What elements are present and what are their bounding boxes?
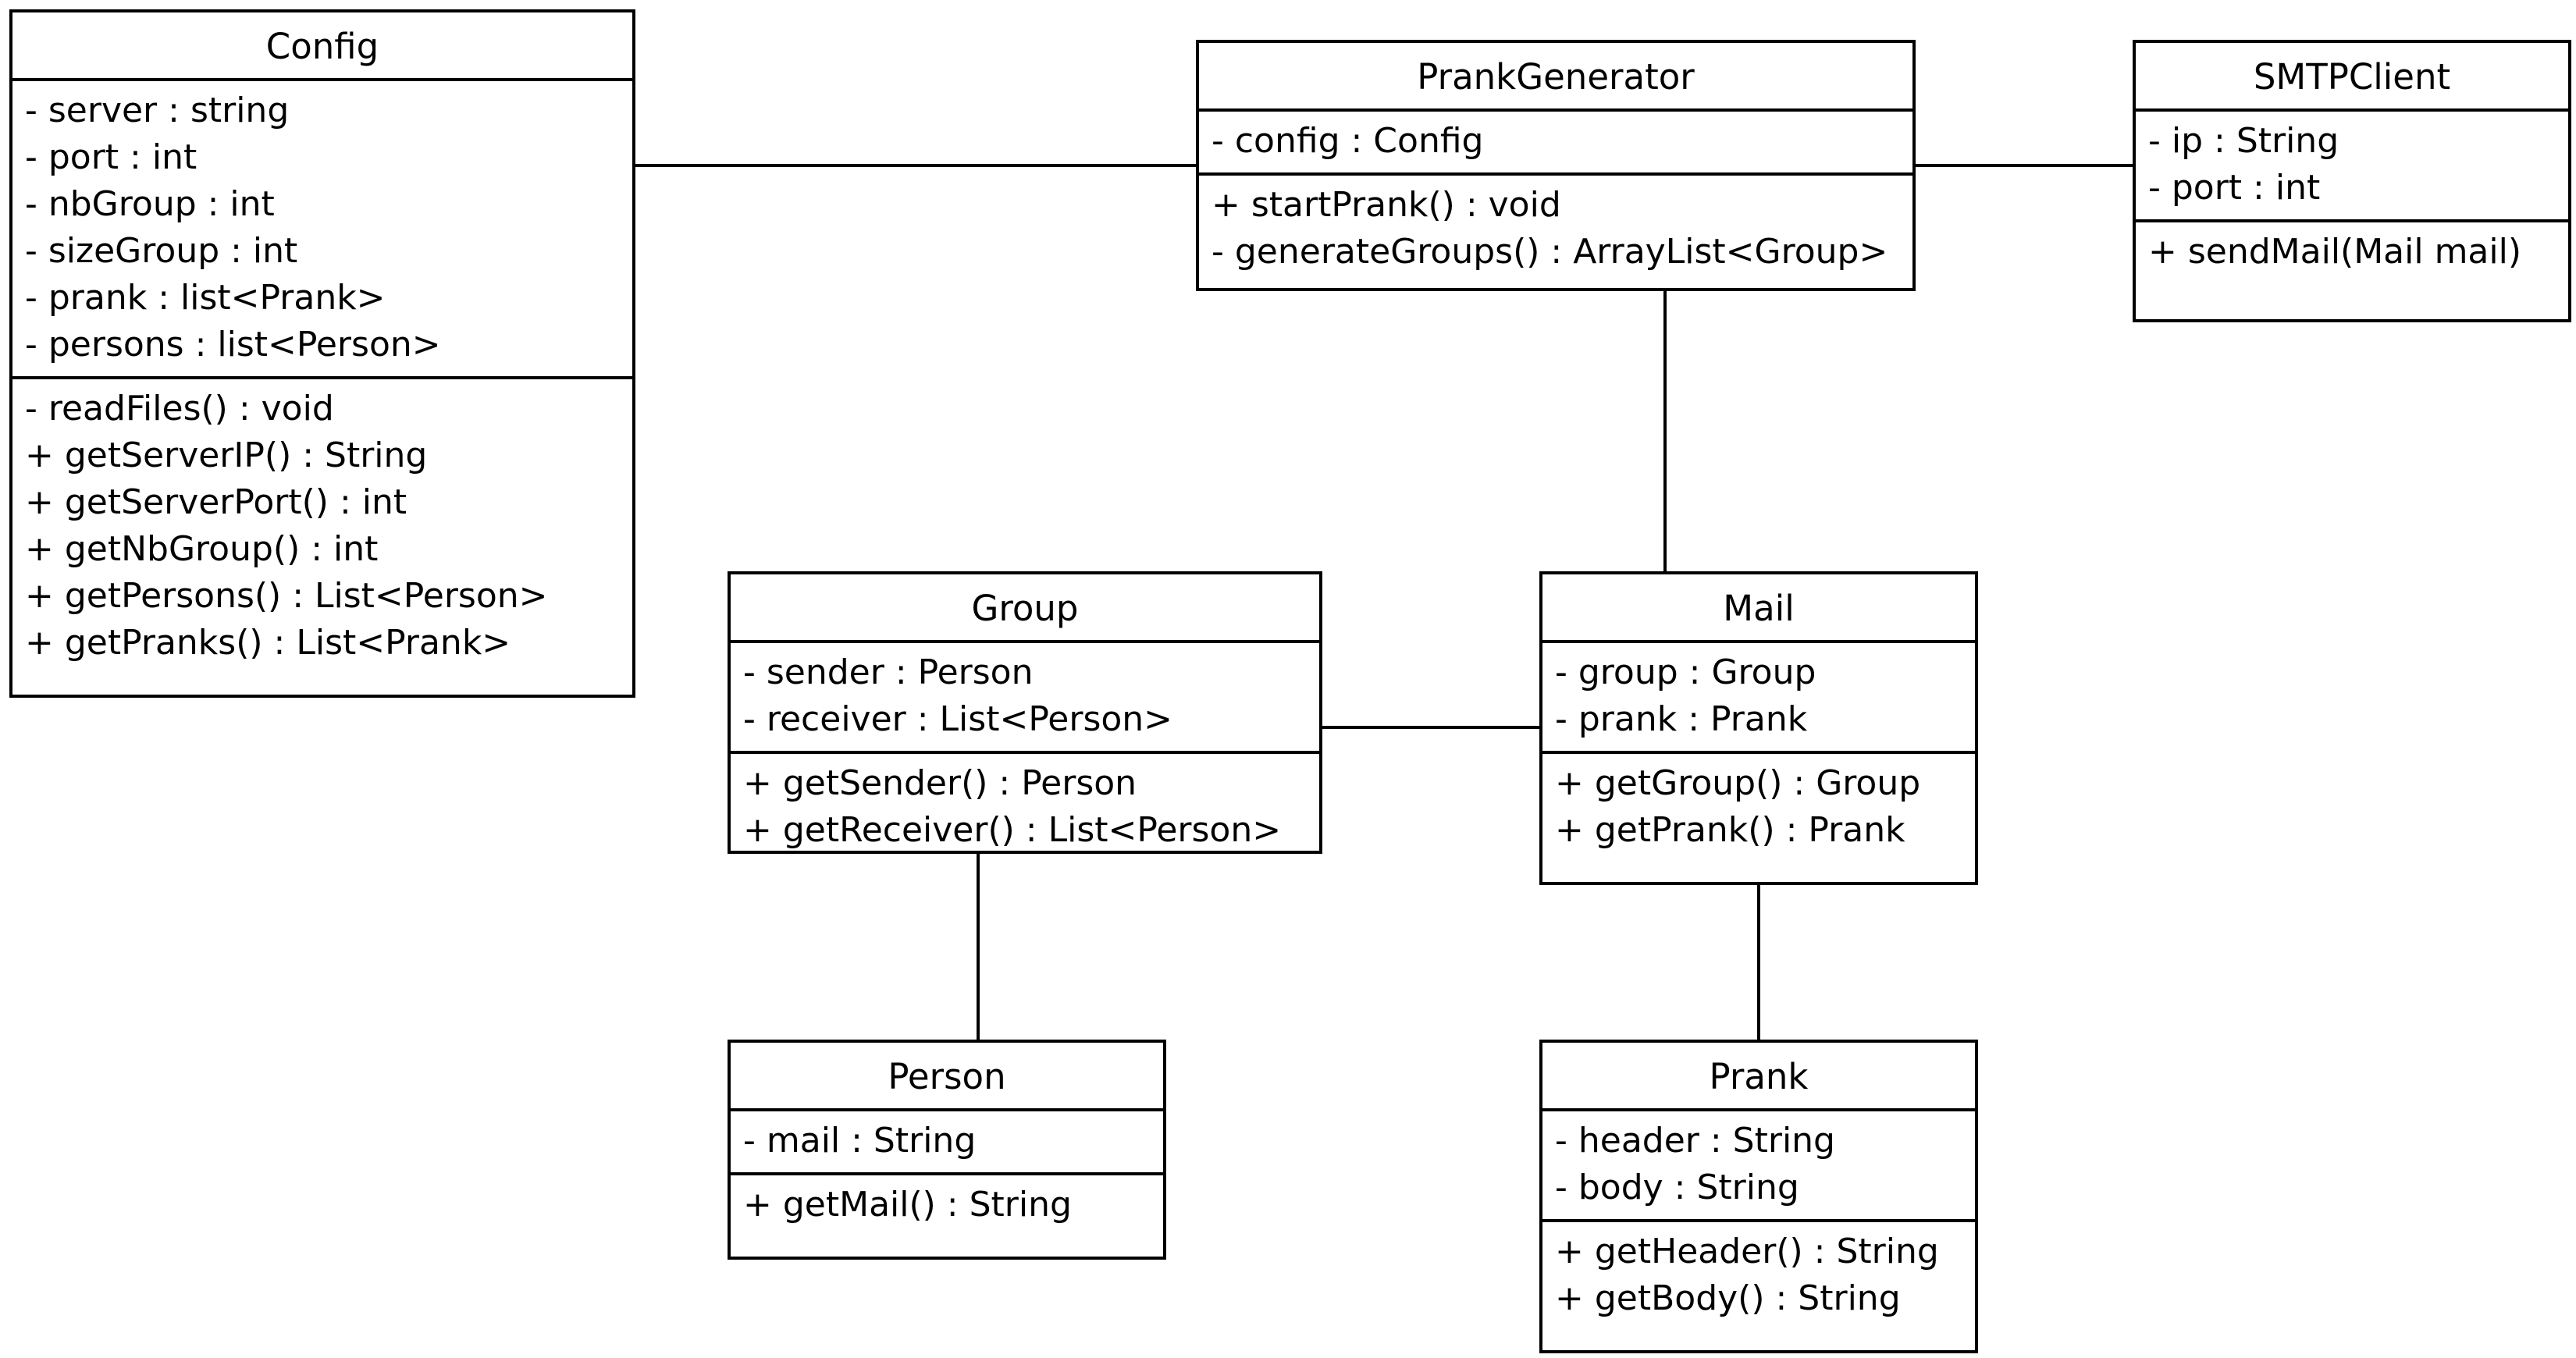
attribute: - prank : list<Prank>: [25, 278, 386, 318]
attribute: - sender : Person: [743, 652, 1034, 692]
class-name: Mail: [1542, 574, 1975, 643]
operations-section: + sendMail(Mail mail): [2136, 222, 2568, 283]
attributes-section: - group : Group - prank : Prank: [1542, 643, 1975, 754]
operation: + getNbGroup() : int: [25, 529, 379, 569]
operation: + getSender() : Person: [743, 763, 1137, 803]
class-prank[interactable]: Prank - header : String - body : String …: [1539, 1040, 1978, 1353]
attributes-section: - config : Config: [1199, 112, 1912, 176]
operation: - readFiles() : void: [25, 389, 334, 428]
attributes-section: - sender : Person - receiver : List<Pers…: [731, 643, 1319, 754]
attributes-section: - header : String - body : String: [1542, 1111, 1975, 1222]
class-name: Group: [731, 574, 1319, 643]
attribute: - server : string: [25, 91, 290, 130]
class-name: SMTPClient: [2136, 43, 2568, 112]
attribute: - receiver : List<Person>: [743, 699, 1173, 739]
operation: + getBody() : String: [1555, 1278, 1901, 1318]
operation: + getReceiver() : List<Person>: [743, 810, 1282, 850]
operations-section: + startPrank() : void - generateGroups()…: [1199, 176, 1912, 283]
attributes-section: - ip : String - port : int: [2136, 112, 2568, 222]
attribute: - prank : Prank: [1555, 699, 1808, 739]
attribute: - persons : list<Person>: [25, 325, 441, 364]
attribute: - body : String: [1555, 1168, 1799, 1207]
class-name: Person: [731, 1043, 1163, 1111]
operation: + startPrank() : void: [1212, 185, 1561, 225]
attribute: - mail : String: [743, 1121, 977, 1161]
operation: + getMail() : String: [743, 1185, 1072, 1225]
operations-section: + getMail() : String: [731, 1175, 1163, 1236]
class-person[interactable]: Person - mail : String + getMail() : Str…: [728, 1040, 1166, 1260]
operations-section: - readFiles() : void + getServerIP() : S…: [12, 379, 632, 674]
attributes-section: - server : string - port : int - nbGroup…: [12, 81, 632, 379]
operation: + getGroup() : Group: [1555, 763, 1921, 803]
class-name: PrankGenerator: [1199, 43, 1912, 112]
operation: + getPersons() : List<Person>: [25, 576, 548, 616]
class-mail[interactable]: Mail - group : Group - prank : Prank + g…: [1539, 571, 1978, 885]
class-name: Config: [12, 12, 632, 81]
class-prankgenerator[interactable]: PrankGenerator - config : Config + start…: [1196, 40, 1916, 291]
attribute: - group : Group: [1555, 652, 1816, 692]
class-smtpclient[interactable]: SMTPClient - ip : String - port : int + …: [2133, 40, 2571, 322]
operations-section: + getSender() : Person + getReceiver() :…: [731, 754, 1319, 862]
class-name: Prank: [1542, 1043, 1975, 1111]
attribute: - nbGroup : int: [25, 184, 275, 224]
operation: + getServerIP() : String: [25, 435, 428, 475]
attribute: - port : int: [25, 137, 197, 177]
class-group[interactable]: Group - sender : Person - receiver : Lis…: [728, 571, 1322, 854]
operation: + getPrank() : Prank: [1555, 810, 1905, 850]
operation: + sendMail(Mail mail): [2148, 232, 2522, 272]
operation: + getPranks() : List<Prank>: [25, 623, 511, 663]
attributes-section: - mail : String: [731, 1111, 1163, 1175]
class-config[interactable]: Config - server : string - port : int - …: [9, 9, 635, 698]
operations-section: + getGroup() : Group + getPrank() : Pran…: [1542, 754, 1975, 862]
operations-section: + getHeader() : String + getBody() : Str…: [1542, 1222, 1975, 1330]
operation: + getServerPort() : int: [25, 482, 407, 522]
attribute: - port : int: [2148, 168, 2321, 208]
attribute: - sizeGroup : int: [25, 231, 298, 271]
operation: + getHeader() : String: [1555, 1232, 1939, 1271]
operation: - generateGroups() : ArrayList<Group>: [1212, 232, 1888, 272]
attribute: - config : Config: [1212, 121, 1484, 161]
attribute: - header : String: [1555, 1121, 1835, 1161]
attribute: - ip : String: [2148, 121, 2339, 161]
